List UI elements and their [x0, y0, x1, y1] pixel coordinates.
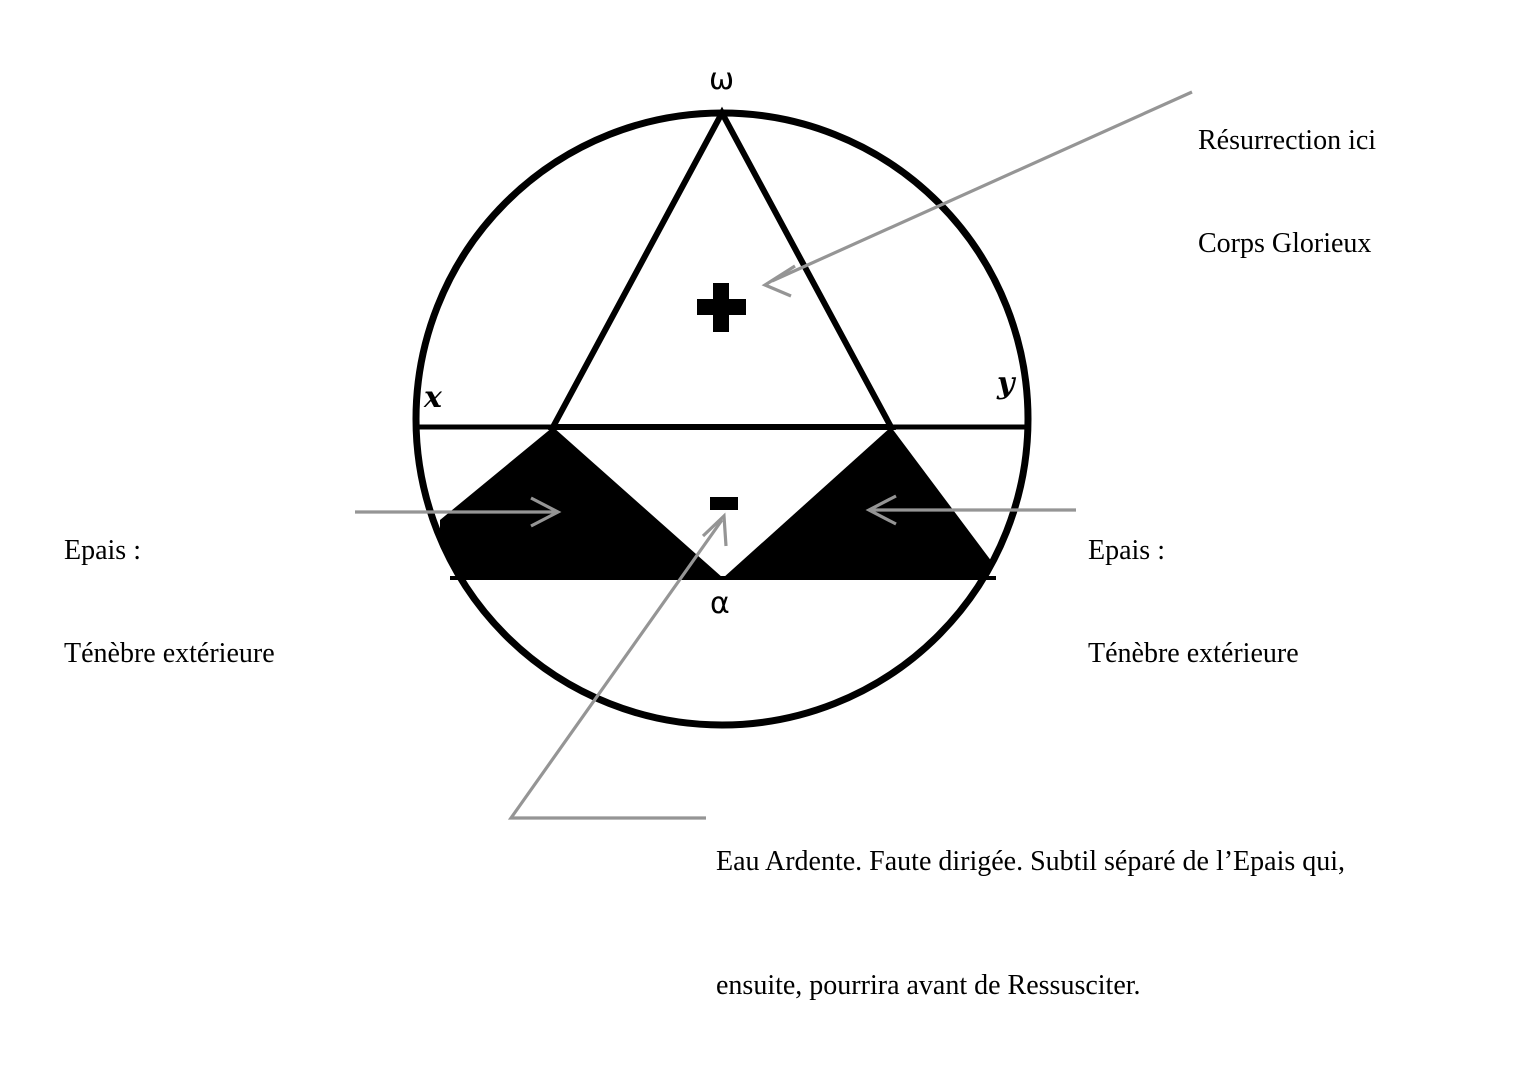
vertex-label-alpha: α: [710, 586, 730, 621]
alchemical-circle-figure: [355, 90, 1193, 820]
dark-wedge-left: [440, 427, 723, 578]
annotation-eau-ardente-line2: ensuite, pourrira avant de Ressusciter.: [716, 970, 1141, 1002]
annotation-epais-right: Epais : Ténèbre extérieure: [1088, 466, 1299, 739]
leader-resurrection: [761, 90, 1193, 298]
annotation-epais-left: Epais : Ténèbre extérieure: [64, 466, 275, 739]
vertex-label-x: 𝒙: [424, 380, 442, 415]
annotation-resurrection-line2: Corps Glorieux: [1198, 227, 1372, 259]
diagram-canvas: ω α 𝒙 𝒚 Résurrection ici Corps Glorieux …: [64, 56, 1377, 1002]
annotation-epais-left-line1: Epais :: [64, 535, 141, 567]
dark-wedges-group: [440, 427, 1004, 578]
leader-epais-left: [355, 496, 562, 528]
annotation-resurrection: Résurrection ici Corps Glorieux: [1198, 56, 1376, 329]
vertex-label-y: 𝒚: [997, 366, 1015, 401]
outer-circle: [412, 109, 1032, 729]
annotation-eau-ardente: Eau Ardente. Faute dirigée. Subtil sépar…: [716, 758, 1345, 1090]
annotation-epais-right-line2: Ténèbre extérieure: [1088, 637, 1299, 669]
dark-wedge-right: [723, 427, 1004, 578]
annotation-epais-right-line1: Epais :: [1088, 535, 1165, 567]
leader-eau-ardente: [507, 512, 728, 820]
plus-sign: [697, 283, 746, 332]
vertex-label-omega: ω: [709, 62, 735, 97]
minus-sign: [710, 497, 738, 510]
annotation-epais-left-line2: Ténèbre extérieure: [64, 637, 275, 669]
annotation-eau-ardente-line1: Eau Ardente. Faute dirigée. Subtil sépar…: [716, 845, 1346, 877]
leader-epais-right: [865, 494, 1076, 526]
annotation-resurrection-line1: Résurrection ici: [1198, 125, 1377, 157]
upward-triangle: [547, 106, 897, 430]
